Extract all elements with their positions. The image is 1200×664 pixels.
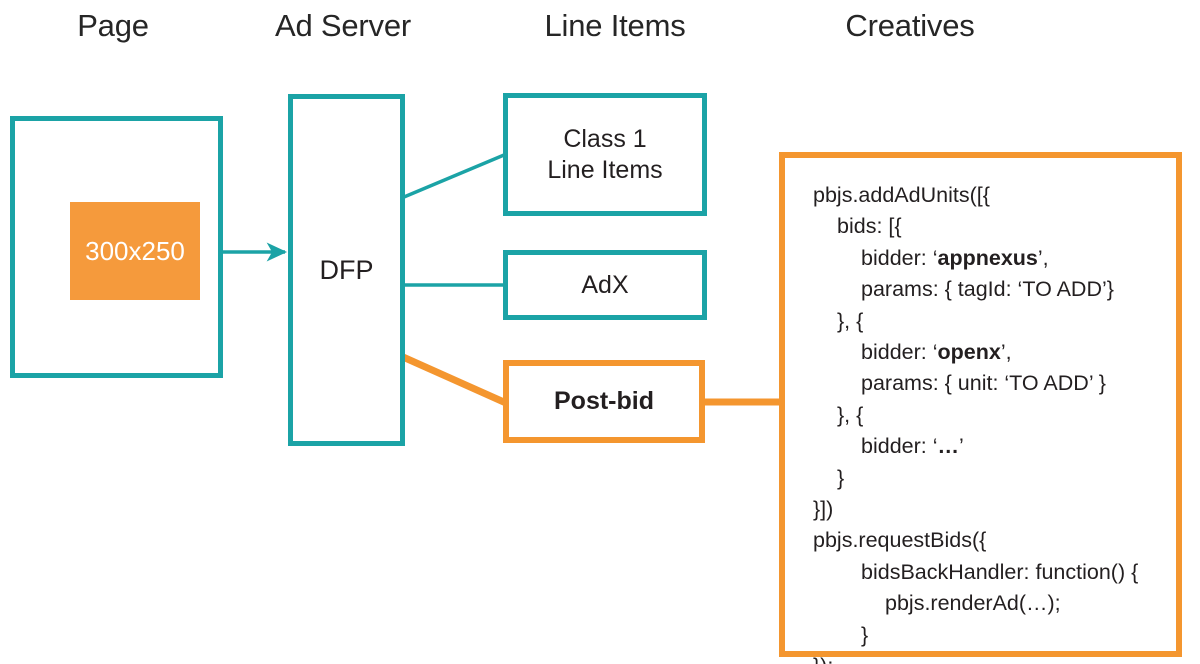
code-token: bidder: ‘: [861, 434, 938, 459]
code-token: bids: [{: [837, 214, 902, 239]
code-line: bidsBackHandler: function() {: [813, 557, 1176, 588]
code-line: bidder: ‘…’: [813, 431, 1176, 462]
code-token: }: [837, 465, 845, 490]
code-token: params: { tagId: ‘TO ADD’}: [861, 277, 1114, 302]
code-token: }, {: [837, 402, 864, 427]
line-item-adx-box[interactable]: AdX: [503, 250, 707, 320]
connector-dfp-to-class1: [403, 153, 505, 199]
ad-server-dfp-box[interactable]: DFP: [288, 94, 405, 446]
code-line: }]): [813, 494, 1176, 525]
code-token: }, {: [837, 308, 864, 333]
ad-slot-label: 300x250: [85, 235, 185, 266]
line-item-class1-box[interactable]: Class 1 Line Items: [503, 93, 707, 216]
code-line: params: { unit: ‘TO ADD’ }: [813, 368, 1176, 399]
line-item-post-bid-label: Post-bid: [554, 387, 654, 416]
creative-code-block[interactable]: pbjs.addAdUnits([{bids: [{bidder: ‘appne…: [779, 152, 1182, 664]
code-token: params: { unit: ‘TO ADD’ }: [861, 371, 1106, 396]
code-line: }, {: [813, 400, 1176, 431]
column-title-ad-server: Ad Server: [274, 8, 412, 43]
code-token: }: [861, 622, 869, 647]
code-token: bidder: ‘: [861, 245, 938, 270]
code-line: bids: [{: [813, 211, 1176, 242]
code-line: pbjs.addAdUnits([{: [813, 180, 1176, 211]
connector-dfp-to-post-bid: [401, 353, 508, 407]
code-token: }]): [813, 497, 834, 522]
code-line: bidder: ‘openx’,: [813, 337, 1176, 368]
code-token: bidder: ‘: [861, 340, 938, 365]
code-token: });: [813, 654, 833, 664]
code-line: });: [813, 651, 1176, 664]
code-token: ’,: [1037, 245, 1049, 270]
code-line: }, {: [813, 306, 1176, 337]
column-title-line-items: Line Items: [544, 8, 686, 43]
column-title-creatives: Creatives: [845, 8, 975, 43]
ad-slot-300x250[interactable]: 300x250: [70, 202, 200, 300]
line-item-post-bid-box[interactable]: Post-bid: [503, 360, 705, 443]
code-token: ’: [959, 434, 964, 459]
code-line: params: { tagId: ‘TO ADD’}: [813, 274, 1176, 305]
code-token-emphasis: appnexus: [937, 245, 1038, 270]
code-line: pbjs.requestBids({: [813, 525, 1176, 556]
ad-server-label: DFP: [319, 254, 374, 285]
code-token: bidsBackHandler: function() {: [861, 559, 1139, 584]
line-item-class1-label: Class 1 Line Items: [547, 125, 663, 184]
column-title-page: Page: [77, 8, 149, 43]
code-line: }: [813, 463, 1176, 494]
code-line: bidder: ‘appnexus’,: [813, 243, 1176, 274]
code-line: pbjs.renderAd(…);: [813, 588, 1176, 619]
line-item-adx-label: AdX: [581, 270, 629, 299]
code-token-emphasis: …: [937, 434, 960, 459]
code-token: pbjs.addAdUnits([{: [813, 183, 990, 207]
code-token: ’,: [1000, 340, 1012, 365]
code-token: pbjs.renderAd(…);: [885, 591, 1061, 616]
code-line: }: [813, 620, 1176, 651]
code-token-emphasis: openx: [937, 340, 1001, 365]
creative-code-lines: pbjs.addAdUnits([{bids: [{bidder: ‘appne…: [813, 180, 1176, 664]
code-token: pbjs.requestBids({: [813, 528, 987, 553]
